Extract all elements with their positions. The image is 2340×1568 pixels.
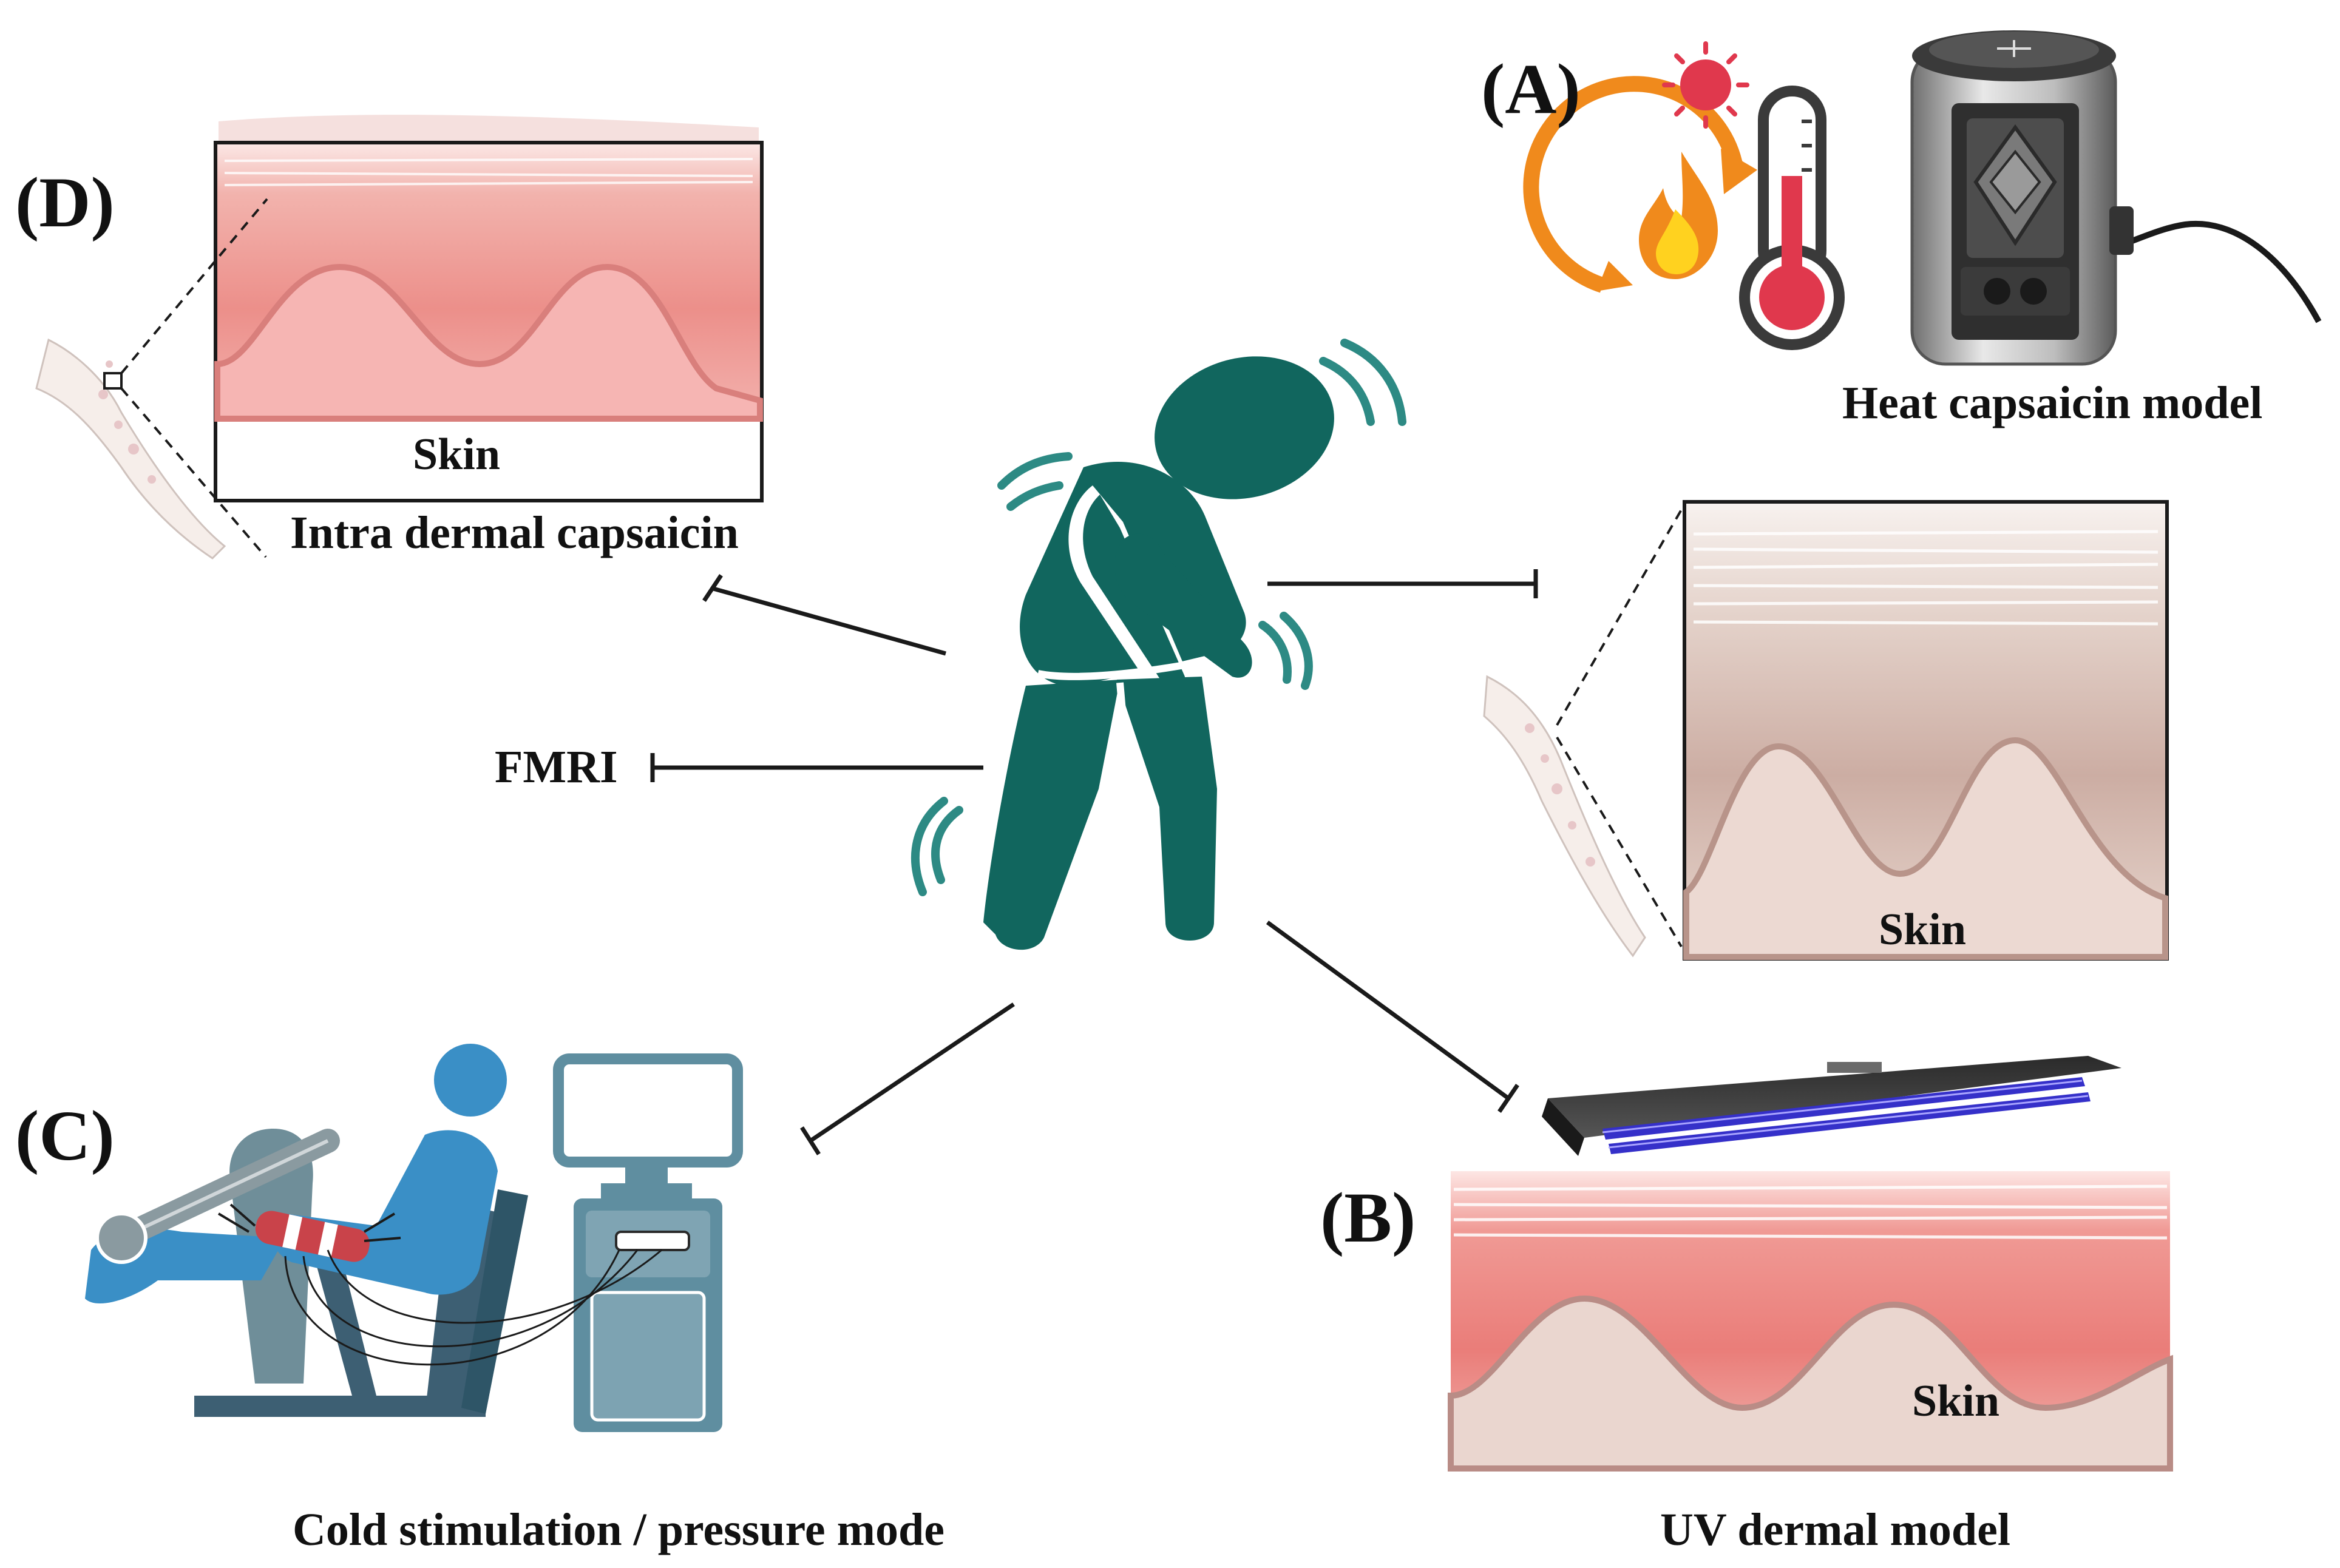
connectors	[650, 569, 1538, 1155]
connector-to-uv	[1266, 921, 1510, 1100]
uv-lamp-illustration	[1542, 1056, 2121, 1156]
caption-cold-stimulation-pressure-mode: Cold stimulation / pressure mode	[293, 1504, 944, 1555]
caption-fmri: FMRI	[495, 742, 618, 792]
heat-device-illustration	[1910, 30, 2322, 366]
panel-label-d: (D)	[15, 163, 115, 242]
panel-label-b: (B)	[1320, 1178, 1416, 1257]
skin-label-right: Skin	[1879, 905, 1967, 955]
caption-heat-capsaicin-model: Heat capsaicin model	[1842, 377, 2263, 428]
cold-stimulation-illustration	[85, 1044, 743, 1432]
skin-label-intradermal: Skin	[413, 430, 501, 479]
uv-skin-section	[1448, 1171, 2173, 1472]
intradermal-skin-box	[214, 115, 764, 502]
panel-label-c: (C)	[15, 1096, 115, 1175]
intradermal-arm-illustration	[35, 198, 268, 559]
connector-to-intradermal	[713, 586, 946, 656]
right-skin-box	[1683, 500, 2169, 961]
tremor-motion-lines	[911, 339, 1406, 896]
skin-label-uv: Skin	[1912, 1376, 2000, 1426]
connector-to-cold	[809, 1002, 1015, 1143]
thermometer-icon	[1739, 86, 1845, 350]
right-arm-illustration	[1483, 509, 1683, 958]
caption-uv-dermal-model: UV dermal model	[1660, 1504, 2010, 1555]
heat-cycle-icon	[1523, 41, 1757, 293]
person-with-tremor-figure	[983, 356, 1334, 950]
panel-label-a: (A)	[1481, 49, 1581, 129]
caption-intra-dermal-capsaicin: Intra dermal capsaicin	[290, 507, 739, 558]
zoom-marker	[103, 372, 123, 390]
